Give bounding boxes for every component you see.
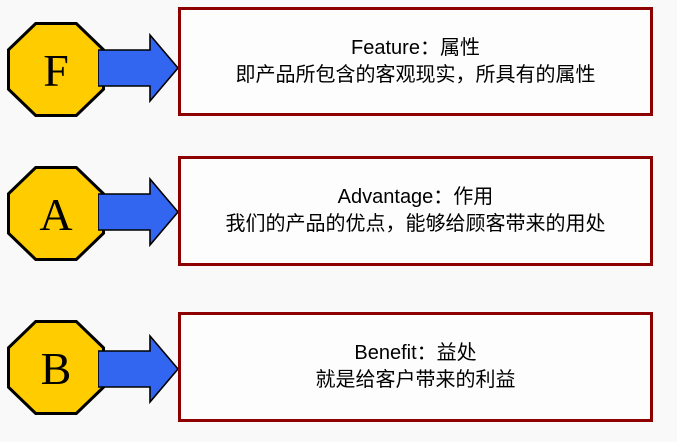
octagon-b: B bbox=[7, 320, 105, 415]
octagon-shape bbox=[7, 22, 105, 117]
arrow-right-icon bbox=[98, 334, 180, 404]
octagon-f: F bbox=[7, 22, 105, 117]
octagon-a: A bbox=[7, 166, 105, 261]
arrow-right-icon bbox=[98, 33, 180, 103]
octagon-letter-a: A bbox=[39, 189, 73, 240]
arrow-right-icon bbox=[98, 177, 180, 247]
octagon-letter-f: F bbox=[43, 45, 69, 96]
feature-heading: Feature：属性 bbox=[351, 36, 480, 59]
octagon-shape bbox=[7, 166, 105, 261]
octagon-shape bbox=[7, 320, 105, 415]
advantage-description: 我们的产品的优点，能够给顾客带来的用处 bbox=[225, 213, 606, 235]
benefit-box: Benefit：益处 就是给客户带来的利益 bbox=[178, 312, 653, 422]
benefit-heading: Benefit：益处 bbox=[354, 342, 477, 364]
advantage-heading: Advantage：作用 bbox=[337, 186, 494, 208]
benefit-description: 就是给客户带来的利益 bbox=[315, 369, 516, 391]
advantage-box: Advantage：作用 我们的产品的优点，能够给顾客带来的用处 bbox=[178, 156, 653, 266]
octagon-letter-b: B bbox=[40, 343, 72, 394]
feature-box: Feature：属性 即产品所包含的客观现实，所具有的属性 bbox=[178, 7, 653, 116]
feature-description: 即产品所包含的客观现实，所具有的属性 bbox=[235, 63, 596, 86]
